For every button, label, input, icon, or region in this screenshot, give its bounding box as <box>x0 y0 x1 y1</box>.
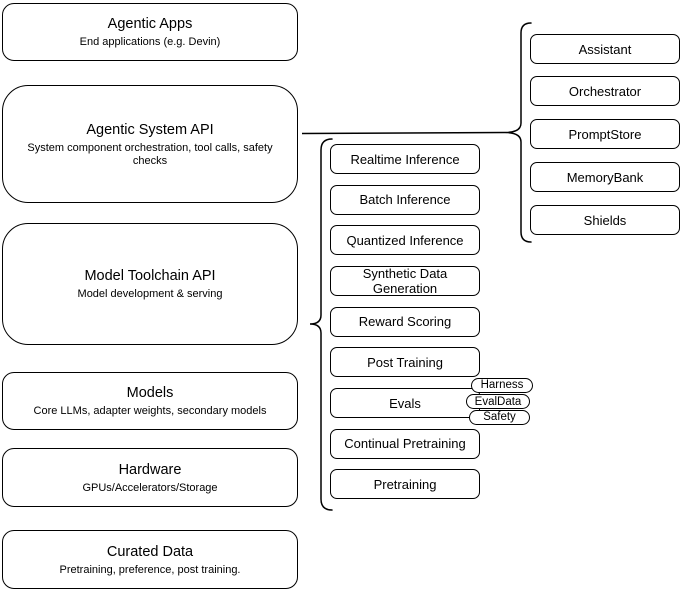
node-evals: Evals <box>330 388 480 418</box>
node-synthetic-data-generation: Synthetic Data Generation <box>330 265 480 296</box>
node-hardware: Hardware GPUs/Accelerators/Storage <box>2 448 298 507</box>
node-promptstore: PromptStore <box>530 119 680 149</box>
node-agentic-apps: Agentic Apps End applications (e.g. Devi… <box>2 3 298 61</box>
node-label: Batch Inference <box>359 192 451 207</box>
node-title: Hardware <box>118 461 182 478</box>
system-api-connector-line <box>301 131 506 135</box>
node-label: Quantized Inference <box>346 232 464 248</box>
node-curated-data: Curated Data Pretraining, preference, po… <box>2 530 298 589</box>
node-continual-pretraining: Continual Pretraining <box>330 428 480 459</box>
node-label: MemoryBank <box>566 169 644 185</box>
node-title: Agentic Apps <box>107 16 193 32</box>
node-label: Post Training <box>367 354 443 370</box>
node-title: Agentic System API <box>86 121 214 138</box>
node-title: Model Toolchain API <box>84 268 216 284</box>
node-model-toolchain-api: Model Toolchain API Model development & … <box>2 223 298 345</box>
toolchain-brace <box>309 138 333 511</box>
node-subtitle: Pretraining, preference, post training. <box>59 563 241 576</box>
node-memorybank: MemoryBank <box>530 162 680 192</box>
node-batch-inference: Batch Inference <box>330 184 480 215</box>
node-label: Pretraining <box>373 476 437 492</box>
node-reward-scoring: Reward Scoring <box>330 306 480 337</box>
node-pretraining: Pretraining <box>330 469 480 499</box>
node-realtime-inference: Realtime Inference <box>330 144 480 174</box>
node-subtitle: End applications (e.g. Devin) <box>79 36 221 48</box>
tag-label: Harness <box>480 379 524 391</box>
node-post-training: Post Training <box>330 347 480 377</box>
node-subtitle: GPUs/Accelerators/Storage <box>82 481 218 494</box>
tag-evaldata: EvalData <box>466 394 530 409</box>
node-label: PromptStore <box>568 126 642 142</box>
node-models: Models Core LLMs, adapter weights, secon… <box>2 372 298 430</box>
node-quantized-inference: Quantized Inference <box>330 225 480 255</box>
node-title: Curated Data <box>106 543 194 560</box>
node-label: Reward Scoring <box>358 314 452 329</box>
node-agentic-system-api: Agentic System API System component orch… <box>2 85 298 203</box>
node-label: Orchestrator <box>568 83 642 99</box>
tag-label: EvalData <box>474 395 522 408</box>
tag-label: Safety <box>483 411 516 423</box>
node-subtitle: System component orchestration, tool cal… <box>27 141 273 167</box>
node-label: Shields <box>583 212 627 228</box>
node-shields: Shields <box>530 205 680 235</box>
node-label: Continual Pretraining <box>344 436 466 451</box>
node-subtitle: Model development & serving <box>77 288 223 300</box>
node-orchestrator: Orchestrator <box>530 76 680 106</box>
node-label: Evals <box>389 395 421 411</box>
node-label: Synthetic Data Generation <box>362 265 448 296</box>
system-brace <box>504 22 532 243</box>
node-label: Assistant <box>578 41 632 57</box>
node-assistant: Assistant <box>530 34 680 64</box>
tag-harness: Harness <box>471 377 533 393</box>
node-subtitle: Core LLMs, adapter weights, secondary mo… <box>33 405 267 417</box>
node-title: Models <box>126 385 174 401</box>
node-label: Realtime Inference <box>350 151 460 167</box>
tag-safety: Safety <box>469 409 530 425</box>
